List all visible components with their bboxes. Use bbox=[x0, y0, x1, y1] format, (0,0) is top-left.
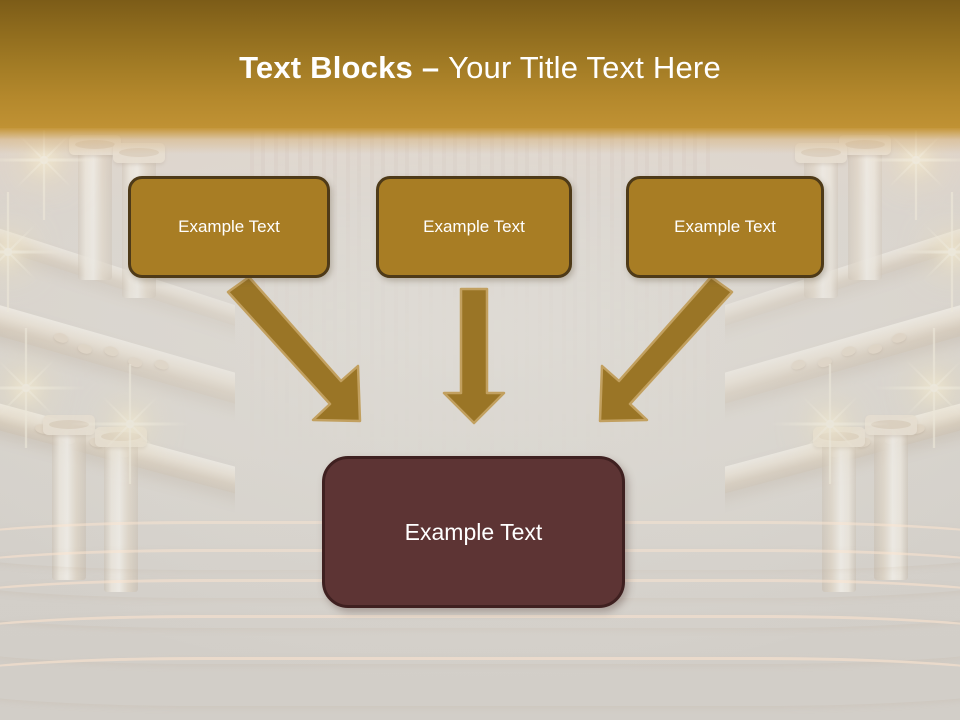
text-block-summary[interactable]: Example Text bbox=[322, 456, 625, 608]
text-block-3-label: Example Text bbox=[674, 217, 776, 236]
text-block-summary-label: Example Text bbox=[404, 518, 543, 545]
text-block-1-label: Example Text bbox=[178, 217, 280, 236]
page-title-rest: Your Title Text Here bbox=[448, 50, 721, 85]
text-block-3[interactable]: Example Text bbox=[626, 176, 824, 278]
text-block-2-label: Example Text bbox=[423, 217, 525, 236]
header-fade-edge bbox=[0, 128, 960, 154]
page-title: Text Blocks – Your Title Text Here bbox=[0, 50, 960, 86]
text-block-1[interactable]: Example Text bbox=[128, 176, 330, 278]
text-block-2[interactable]: Example Text bbox=[376, 176, 572, 278]
arrow-right-diagonal bbox=[598, 275, 734, 423]
page-title-bold-part: Text Blocks bbox=[239, 50, 413, 85]
slide-header-band bbox=[0, 0, 960, 128]
page-title-separator: – bbox=[413, 50, 449, 85]
arrow-center-straight bbox=[442, 287, 506, 425]
arrow-left-diagonal bbox=[226, 275, 362, 423]
